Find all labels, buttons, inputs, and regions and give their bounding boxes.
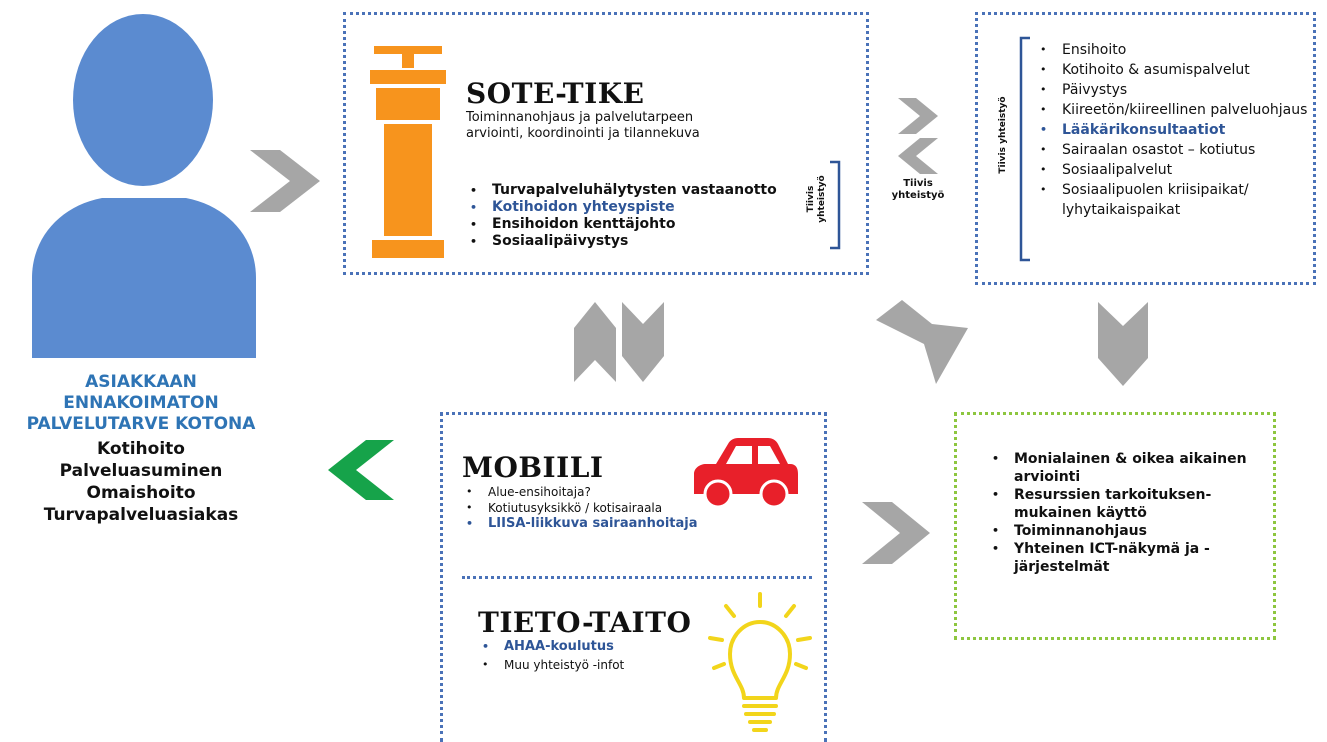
sote-tike-cooperation-label: Tiivis yhteistyö bbox=[806, 164, 828, 234]
services-item: Päivystys bbox=[1036, 80, 1308, 100]
arrow-right-small-icon bbox=[898, 98, 938, 134]
client-type: Turvapalveluasiakas bbox=[43, 505, 239, 525]
mobiili-item: LIISA-liikkuva sairaanhoitaja bbox=[462, 516, 698, 532]
arrow-up-icon bbox=[574, 302, 616, 382]
lightbulb-icon bbox=[708, 592, 812, 732]
sote-tike-item: Sosiaalipäivystys bbox=[466, 233, 777, 250]
services-item: Sairaalan osastot – kotiutus bbox=[1036, 140, 1308, 160]
client-types: Kotihoito Palveluasuminen Omaishoito Tur… bbox=[0, 438, 282, 526]
services-item: Kiireetön/kiireellinen palveluohjaus bbox=[1036, 100, 1308, 120]
sote-tike-item: Ensihoidon kenttäjohto bbox=[466, 216, 777, 233]
sote-tike-cooperation-line: Tiivis bbox=[806, 185, 816, 213]
sote-tike-list: Turvapalveluhälytysten vastaanotto Kotih… bbox=[466, 182, 777, 250]
section-divider bbox=[462, 576, 812, 579]
outcomes-item: Resurssien tarkoituksen-mukainen käyttö bbox=[988, 486, 1270, 522]
car-icon bbox=[694, 438, 798, 509]
outcomes-list: Monialainen & oikea aikainen arviointi R… bbox=[988, 450, 1270, 576]
sote-tike-title: SOTE-TIKE bbox=[466, 77, 645, 110]
arrow-down-right-icon bbox=[1098, 302, 1148, 386]
services-bracket bbox=[1019, 36, 1030, 262]
mobiili-item: Kotiutusyksikkö / kotisairaala bbox=[462, 500, 698, 516]
client-person-icon bbox=[32, 14, 256, 358]
middle-cooperation-line: Tiivis bbox=[903, 178, 933, 189]
services-item: Lääkärikonsultaatiot bbox=[1036, 120, 1308, 140]
outcomes-item: Yhteinen ICT-näkymä ja -järjestelmät bbox=[988, 540, 1270, 576]
services-cooperation-label: Tiivis yhteistyö bbox=[998, 96, 1008, 174]
tieto-taito-item: Muu yhteistyö -infot bbox=[478, 656, 624, 674]
sote-tike-desc-line: Toiminnanohjaus ja palvelutarpeen bbox=[466, 110, 694, 125]
outcomes-item: Toiminnanohjaus bbox=[988, 522, 1270, 540]
sote-tike-desc-line: arviointi, koordinointi ja tilannekuva bbox=[466, 126, 700, 141]
arrow-left-small-icon bbox=[898, 138, 938, 174]
tieto-taito-list: AHAA-koulutus Muu yhteistyö -infot bbox=[478, 638, 624, 674]
sote-tike-cooperation-line: yhteistyö bbox=[817, 175, 827, 223]
client-need-text: ASIAKKAAN ENNAKOIMATON PALVELUTARVE KOTO… bbox=[0, 372, 282, 435]
sote-tike-item: Turvapalveluhälytysten vastaanotto bbox=[466, 182, 777, 199]
sote-tike-item: Kotihoidon yhteyspiste bbox=[466, 199, 777, 216]
client-need-line: ENNAKOIMATON bbox=[63, 393, 219, 413]
middle-cooperation-line: yhteistyö bbox=[891, 190, 945, 201]
client-type: Palveluasuminen bbox=[59, 461, 223, 481]
mobiili-tieto-box bbox=[440, 412, 827, 742]
arrow-right-icon bbox=[250, 150, 320, 212]
services-item: Sosiaalipalvelut bbox=[1036, 160, 1308, 180]
outcomes-item: Monialainen & oikea aikainen arviointi bbox=[988, 450, 1270, 486]
arrow-right-lower-icon bbox=[862, 502, 930, 564]
middle-cooperation-label: Tiivis yhteistyö bbox=[870, 178, 966, 202]
sote-tike-description: Toiminnanohjaus ja palvelutarpeen arvioi… bbox=[466, 110, 700, 142]
mobiili-title: MOBIILI bbox=[462, 451, 604, 484]
client-need-line: ASIAKKAAN bbox=[85, 372, 197, 392]
services-list: Ensihoito Kotihoito & asumispalvelut Päi… bbox=[1036, 40, 1308, 220]
arrow-diagonal-icon bbox=[876, 300, 968, 384]
services-item: Sosiaalipuolen kriisipaikat/ lyhytaikais… bbox=[1036, 180, 1308, 220]
services-item: Kotihoito & asumispalvelut bbox=[1036, 60, 1308, 80]
outcomes-box bbox=[954, 412, 1276, 640]
client-type: Kotihoito bbox=[97, 439, 185, 459]
services-item: Ensihoito bbox=[1036, 40, 1308, 60]
arrow-down-icon bbox=[622, 302, 664, 382]
mobiili-list: Alue-ensihoitaja? Kotiutusyksikkö / koti… bbox=[462, 484, 698, 532]
services-box bbox=[975, 12, 1316, 285]
arrow-left-green-icon bbox=[328, 440, 394, 500]
control-tower-icon bbox=[370, 46, 446, 258]
client-need-line: PALVELUTARVE KOTONA bbox=[26, 414, 256, 434]
sote-tike-box bbox=[343, 12, 869, 275]
tieto-taito-item: AHAA-koulutus bbox=[478, 638, 624, 656]
tieto-taito-title: TIETO-TAITO bbox=[478, 606, 692, 639]
client-type: Omaishoito bbox=[86, 483, 196, 503]
sote-tike-bracket bbox=[830, 160, 841, 250]
mobiili-item: Alue-ensihoitaja? bbox=[462, 484, 698, 500]
